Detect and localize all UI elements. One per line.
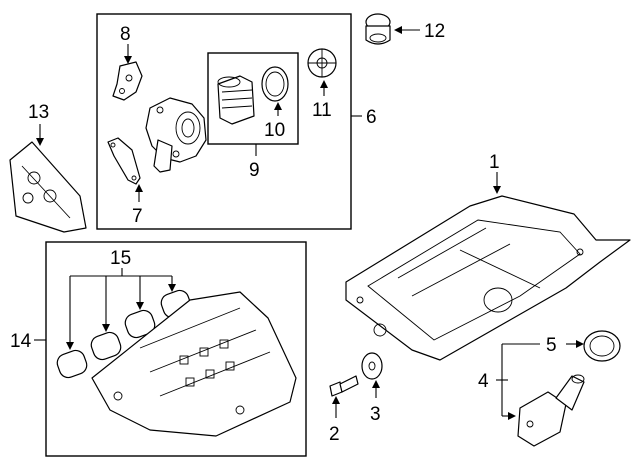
callout-15: 15 (110, 248, 131, 269)
plug-part-icon (365, 13, 391, 45)
oil-filter-part-icon (217, 75, 255, 125)
filter-subgroup-box (207, 52, 299, 145)
upper-group-box (96, 13, 352, 230)
strap-part-icon (107, 137, 141, 185)
callout-8: 8 (120, 24, 131, 45)
callout-13: 13 (28, 102, 49, 123)
bracket-part-icon (112, 61, 143, 101)
drain-bolt-part-icon (329, 375, 359, 397)
callout-7: 7 (132, 206, 143, 227)
callout-3: 3 (370, 404, 381, 425)
callout-2: 2 (329, 424, 340, 445)
leader-lines (34, 26, 584, 420)
callout-12: 12 (424, 21, 445, 42)
callout-10: 10 (264, 120, 285, 141)
oil-sensor-part-icon (517, 374, 585, 447)
intake-manifold-part-icon (91, 291, 297, 437)
filter-cap-part-icon (307, 48, 337, 78)
callout-9: 9 (249, 160, 260, 181)
oil-pan-part-icon (345, 195, 631, 361)
callout-14: 14 (10, 331, 32, 352)
callout-4: 4 (478, 371, 489, 392)
callout-labels: 1 2 3 4 5 6 7 8 9 10 11 12 13 14 15 (10, 21, 557, 445)
coolant-housing-part-icon (145, 97, 207, 173)
intake-gaskets-part-icon (56, 289, 192, 379)
lower-group-box (45, 241, 307, 457)
callout-5: 5 (546, 335, 557, 356)
filter-seal-part-icon (261, 66, 289, 102)
callout-11: 11 (312, 100, 332, 121)
callout-1: 1 (489, 152, 500, 173)
cover-plate-part-icon (9, 141, 87, 233)
washer-part-icon (361, 352, 383, 380)
callout-6: 6 (366, 107, 377, 128)
o-ring-part-icon (583, 330, 621, 362)
